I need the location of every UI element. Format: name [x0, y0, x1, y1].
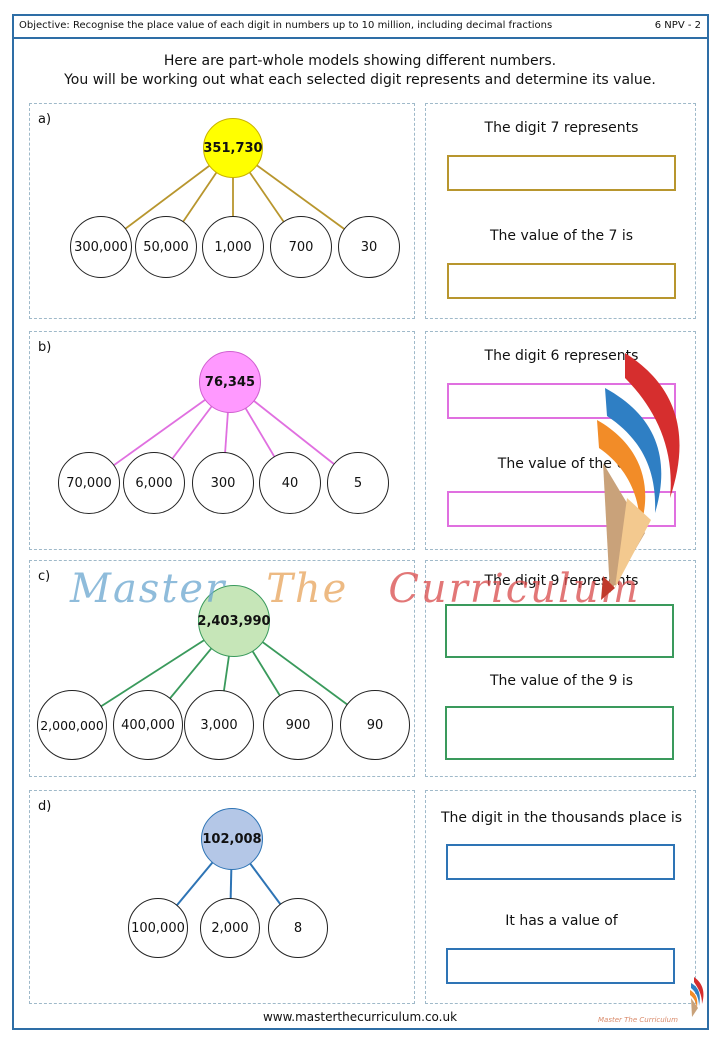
prompt-a-2: The value of the 7 is: [489, 228, 634, 244]
answer-box-a-1[interactable]: [447, 155, 676, 191]
part-circle-c-5: 90: [340, 690, 410, 760]
question-label-c: c): [38, 569, 51, 584]
answer-box-d-1[interactable]: [446, 844, 675, 880]
torch-logo-icon: [597, 353, 680, 600]
part-circle-b-4: 40: [259, 452, 321, 514]
intro-line-2: You will be working out what each select…: [64, 72, 656, 88]
question-label-a: a): [38, 112, 52, 127]
answer-box-d-2[interactable]: [446, 948, 675, 984]
part-circle-c-1: 2,000,000: [37, 690, 107, 760]
part-circle-a-2: 50,000: [135, 216, 197, 278]
answer-panel-c: The digit 9 represents The value of the …: [425, 560, 696, 777]
part-circle-d-2: 2,000: [200, 898, 260, 958]
whole-circle-c: 2,403,990: [197, 585, 271, 657]
lesson-code: 6 NPV - 2: [654, 20, 701, 31]
prompt-d-1: The digit in the thousands place is: [440, 810, 683, 826]
part-circle-b-5: 5: [327, 452, 389, 514]
part-circle-b-2: 6,000: [123, 452, 185, 514]
footer-mini-brand: Master The Curriculum: [598, 1016, 678, 1024]
part-circle-a-5: 30: [338, 216, 400, 278]
prompt-b-1: The digit 6 represents: [484, 348, 639, 364]
whole-circle-d: 102,008: [201, 808, 263, 870]
intro-text: Here are part-whole models showing diffe…: [30, 52, 690, 90]
whole-circle-b: 76,345: [199, 351, 261, 413]
part-circle-c-2: 400,000: [113, 690, 183, 760]
mini-torch-icon: [690, 977, 704, 1017]
model-panel-d: d): [29, 790, 415, 1004]
prompt-c-2: The value of the 9 is: [489, 673, 634, 689]
part-circle-b-1: 70,000: [58, 452, 120, 514]
model-panel-a: a): [29, 103, 415, 319]
prompt-a-1: The digit 7 represents: [484, 120, 639, 136]
prompt-b-2: The value of the 6: [497, 456, 626, 472]
answer-box-a-2[interactable]: [447, 263, 676, 299]
model-panel-b: b): [29, 331, 415, 550]
answer-box-c-2[interactable]: [445, 706, 674, 760]
answer-panel-a: The digit 7 represents The value of the …: [425, 103, 696, 319]
part-circle-d-3: 8: [268, 898, 328, 958]
part-circle-a-4: 700: [270, 216, 332, 278]
question-label-b: b): [38, 340, 52, 355]
footer-url[interactable]: www.masterthecurriculum.co.uk: [262, 1010, 458, 1024]
part-circle-a-3: 1,000: [202, 216, 264, 278]
part-circle-c-3: 3,000: [184, 690, 254, 760]
intro-line-1: Here are part-whole models showing diffe…: [163, 53, 557, 69]
part-circle-d-1: 100,000: [128, 898, 188, 958]
part-circle-c-4: 900: [263, 690, 333, 760]
prompt-c-1: The digit 9 represents: [484, 573, 639, 589]
question-label-d: d): [38, 799, 52, 814]
page-frame: [12, 14, 709, 1030]
prompt-d-2: It has a value of: [505, 913, 618, 929]
part-circle-b-3: 300: [192, 452, 254, 514]
model-panel-c: c): [29, 560, 415, 777]
header-bar: Objective: Recognise the place value of …: [12, 14, 709, 39]
answer-panel-d: The digit in the thousands place is It h…: [425, 790, 696, 1004]
answer-box-c-1[interactable]: [445, 604, 674, 658]
objective-text: Objective: Recognise the place value of …: [19, 20, 553, 31]
part-circle-a-1: 300,000: [70, 216, 132, 278]
whole-circle-a: 351,730: [203, 118, 263, 178]
